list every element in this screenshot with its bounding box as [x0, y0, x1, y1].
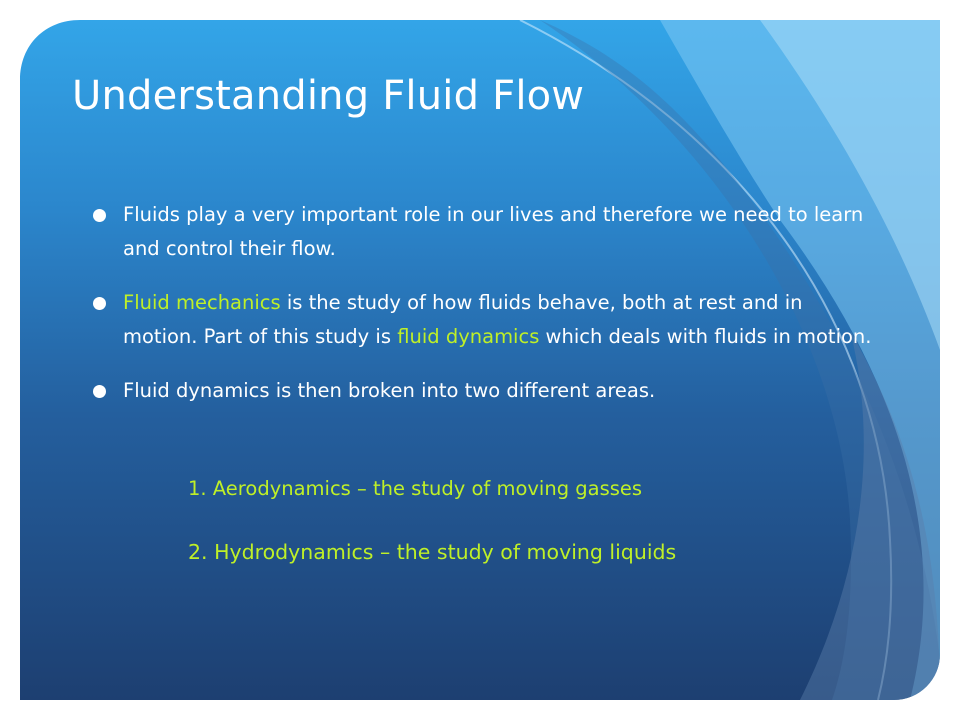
swoosh-line — [519, 20, 893, 700]
bullet-item: Fluid dynamics is then broken into two d… — [92, 374, 872, 408]
bullet-text: which deals with fluids in motion. — [539, 325, 872, 348]
sub-item-hydrodynamics: 2. Hydrodynamics – the study of moving l… — [188, 540, 677, 564]
bullet-dot-icon — [93, 385, 106, 398]
bullet-text: is the study of how fluids behave, both … — [123, 291, 803, 348]
bullet-text: Fluids play a very important role in our… — [123, 203, 864, 260]
slide-title: Understanding Fluid Flow — [72, 73, 585, 119]
slide: Understanding Fluid Flow — [20, 20, 940, 700]
corner-cutout — [20, 20, 80, 80]
slide-background-waves — [20, 20, 940, 700]
bullet-item: Fluid mechanics is the study of how flui… — [92, 286, 872, 354]
bottom-right-shade — [800, 330, 940, 700]
highlight-fluid-dynamics: fluid dynamics — [397, 325, 540, 348]
bullet-list: Fluids play a very important role in our… — [92, 198, 872, 428]
sub-item-aerodynamics: 1. Aerodynamics – the study of moving ga… — [188, 477, 643, 500]
highlight-fluid-mechanics: Fluid mechanics — [123, 291, 281, 314]
top-right-wave — [760, 20, 940, 350]
bullet-text: Fluid dynamics is then broken into two d… — [123, 379, 656, 402]
bullet-item: Fluids play a very important role in our… — [92, 198, 872, 266]
bullet-dot-icon — [93, 297, 106, 310]
mid-wave-dark — [540, 20, 940, 700]
bullet-dot-icon — [93, 209, 106, 222]
